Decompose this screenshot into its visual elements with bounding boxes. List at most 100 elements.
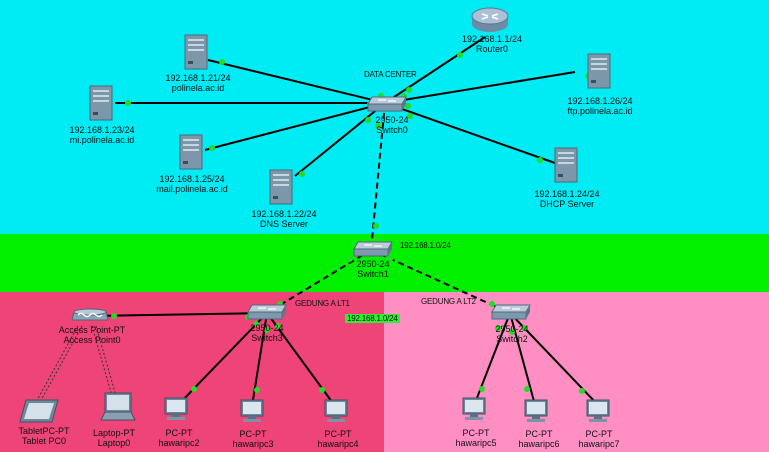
port-led	[479, 386, 485, 392]
server-mi[interactable]	[88, 84, 114, 122]
server-icon	[554, 147, 578, 183]
port-led	[275, 323, 281, 329]
port-led	[495, 325, 501, 331]
gedung2-zone	[384, 292, 769, 452]
switch1-device[interactable]	[352, 240, 394, 258]
port-led	[319, 387, 325, 393]
switch2-device[interactable]	[490, 303, 532, 321]
port-led	[219, 59, 225, 65]
gedung1-title: GEDUNG A LT1	[295, 299, 350, 308]
port-led	[209, 145, 215, 151]
link-switch0-ftp	[384, 71, 576, 104]
port-led	[253, 321, 259, 327]
server-dhcp[interactable]	[553, 146, 579, 184]
port-led	[489, 301, 495, 307]
port-led	[375, 123, 381, 129]
wireless-link-tablet	[39, 325, 83, 403]
link-switch0-dns	[294, 102, 386, 177]
port-led	[579, 388, 585, 394]
pc2-device[interactable]	[162, 396, 190, 422]
access-point-device[interactable]	[70, 306, 110, 326]
gedung-network-label: 192.168.1.0/24	[345, 314, 400, 323]
port-led	[254, 387, 260, 393]
server-icon	[587, 53, 611, 89]
server-icon	[89, 85, 113, 121]
wireless-link-laptop	[91, 325, 113, 397]
pc6-device[interactable]	[522, 398, 550, 424]
router0-device[interactable]	[470, 6, 510, 34]
link-switch2-pc6	[509, 312, 536, 406]
link-switch0-dhcp	[384, 102, 556, 164]
gedung2-title: GEDUNG A LT2	[421, 297, 476, 306]
port-led	[405, 103, 411, 109]
server-polinela[interactable]	[183, 33, 209, 71]
tablet-icon	[19, 399, 59, 423]
port-led	[406, 87, 412, 93]
pc3-device[interactable]	[238, 398, 266, 424]
router-icon	[471, 7, 509, 32]
pc-icon	[164, 397, 188, 420]
port-led	[264, 327, 270, 333]
switch-icon	[491, 304, 531, 320]
pc7-device[interactable]	[584, 398, 612, 424]
server-dns[interactable]	[268, 168, 294, 206]
link-switch0-router0	[384, 36, 486, 104]
pc-icon	[240, 399, 264, 422]
port-led	[299, 171, 305, 177]
port-led	[521, 325, 527, 331]
port-led	[111, 313, 117, 319]
switch-icon	[247, 304, 287, 320]
switch-icon	[353, 241, 393, 257]
link-switch1-switch2	[370, 249, 511, 314]
port-led	[524, 386, 530, 392]
link-switch3-accesspoint	[89, 312, 268, 317]
access-point-icon	[71, 308, 109, 321]
tablet-device[interactable]	[18, 398, 60, 424]
pc-icon	[324, 399, 348, 422]
pc-icon	[462, 397, 486, 420]
pc-icon	[524, 399, 548, 422]
switch3-device[interactable]	[246, 303, 288, 321]
switch0-device[interactable]	[366, 95, 408, 113]
switch-icon	[367, 96, 407, 112]
pc4-device[interactable]	[322, 398, 350, 424]
datacenter-title: DATA CENTER	[364, 70, 417, 79]
port-led	[373, 223, 379, 229]
pc5-device[interactable]	[460, 396, 488, 422]
server-mail[interactable]	[178, 133, 204, 171]
laptop-device[interactable]	[97, 391, 137, 423]
port-led	[347, 256, 353, 262]
gedung1-zone	[0, 292, 384, 452]
server-ftp[interactable]	[586, 52, 612, 90]
backbone-network-label: 192.168.1.0/24	[400, 241, 451, 250]
link-switch0-mail	[204, 102, 386, 151]
server-icon	[179, 134, 203, 170]
port-led	[365, 117, 371, 123]
port-led	[537, 157, 543, 163]
port-led	[407, 113, 413, 119]
port-led	[191, 386, 197, 392]
port-led	[457, 52, 463, 58]
server-icon	[269, 169, 293, 205]
link-switch1-switch3	[266, 249, 372, 314]
